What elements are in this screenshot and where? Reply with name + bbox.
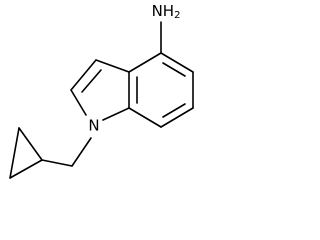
amine-label: NH2 [152, 2, 181, 22]
bond-c3a-c3 [95, 59, 130, 73]
bond-cyclopropyl-3 [9, 159, 43, 179]
bond-c3a-c4 [128, 52, 162, 73]
bond-c3-c2 [70, 59, 97, 91]
double-bond-c6-c7-inner [162, 103, 186, 118]
bond-c6-c7 [160, 107, 194, 128]
bond-n1-c7a [102, 107, 130, 121]
bond-c4-c5 [160, 52, 194, 73]
structure-canvas: NH2 N [9, 1, 194, 179]
ring-nitrogen-label: N [88, 117, 99, 135]
bond-cyclopropyl-2 [9, 127, 20, 179]
double-bond-c2-c3-inner [81, 69, 102, 93]
bond-cyclopropyl-1 [18, 127, 43, 161]
bond-n1-ch2 [71, 137, 92, 167]
double-bond-c4-c5-inner [162, 62, 186, 77]
bond-c2-n1 [70, 89, 87, 116]
indole-structure-diagram: NH2 N [9, 2, 194, 179]
bond-c7-c7a [128, 107, 162, 128]
bond-ch2-cyclopropyl [41, 159, 73, 167]
